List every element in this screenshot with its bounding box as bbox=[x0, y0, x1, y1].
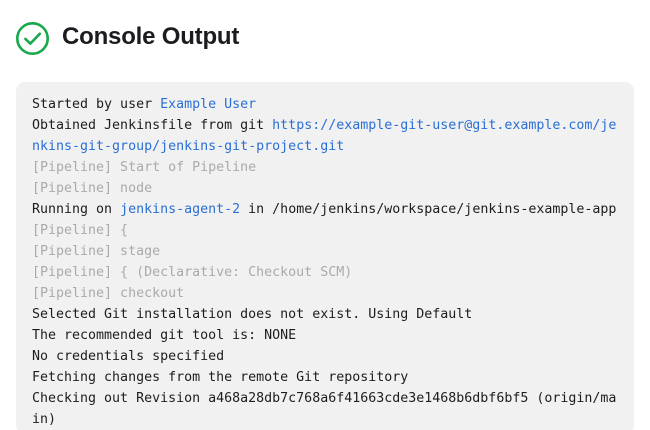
console-text: Started by user bbox=[32, 97, 161, 112]
console-text: [Pipeline] { (Declarative: Checkout SCM) bbox=[32, 265, 353, 280]
console-text: Obtained Jenkinsfile from git bbox=[32, 118, 273, 133]
console-line: [Pipeline] { bbox=[32, 220, 620, 241]
console-line: Obtained Jenkinsfile from git https://ex… bbox=[32, 115, 620, 157]
console-text: [Pipeline] stage bbox=[32, 244, 161, 259]
console-link[interactable]: jenkins-agent-2 bbox=[120, 202, 241, 217]
console-text: [Pipeline] { bbox=[32, 223, 129, 238]
console-line: [Pipeline] Start of Pipeline bbox=[32, 157, 620, 178]
console-line: [Pipeline] checkout bbox=[32, 283, 620, 304]
console-line: Fetching changes from the remote Git rep… bbox=[32, 367, 620, 388]
console-line: Running on jenkins-agent-2 in /home/jenk… bbox=[32, 199, 620, 220]
console-text: The recommended git tool is: NONE bbox=[32, 328, 297, 343]
console-text: in /home/jenkins/workspace/jenkins-examp… bbox=[240, 202, 617, 217]
console-text: [Pipeline] node bbox=[32, 181, 153, 196]
page-title: Console Output bbox=[62, 23, 240, 50]
console-link[interactable]: Example User bbox=[160, 97, 257, 112]
console-text: [Pipeline] Start of Pipeline bbox=[32, 160, 257, 175]
console-line: Checking out Revision a468a28db7c768a6f4… bbox=[32, 388, 620, 430]
console-line: The recommended git tool is: NONE bbox=[32, 325, 620, 346]
console-line: [Pipeline] node bbox=[32, 178, 620, 199]
console-text: Checking out Revision a468a28db7c768a6f4… bbox=[32, 391, 617, 427]
console-text: Selected Git installation does not exist… bbox=[32, 307, 473, 322]
console-link[interactable]: https://example-git-user@git.example.com… bbox=[32, 118, 617, 154]
console-text: Fetching changes from the remote Git rep… bbox=[32, 370, 409, 385]
console-text: Running on bbox=[32, 202, 121, 217]
console-text: [Pipeline] checkout bbox=[32, 286, 185, 301]
page-header: Console Output bbox=[0, 0, 650, 62]
console-line: [Pipeline] stage bbox=[32, 241, 620, 262]
console-line: [Pipeline] { (Declarative: Checkout SCM) bbox=[32, 262, 620, 283]
console-text: No credentials specified bbox=[32, 349, 225, 364]
console-line: Started by user Example User bbox=[32, 94, 620, 115]
check-circle-icon bbox=[15, 21, 50, 56]
console-line: No credentials specified bbox=[32, 346, 620, 367]
console-line: Selected Git installation does not exist… bbox=[32, 304, 620, 325]
